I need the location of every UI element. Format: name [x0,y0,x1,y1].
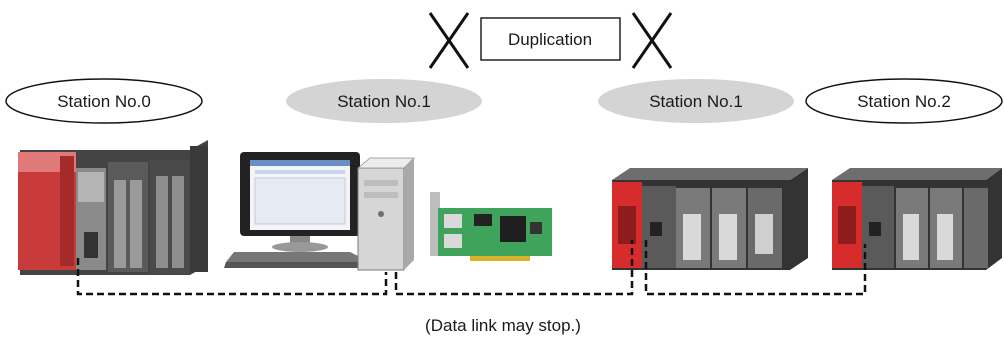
svg-text:Station No.1: Station No.1 [649,92,743,111]
duplication-label: Duplication [508,30,592,49]
plc-rack-station-1 [612,168,808,270]
plc-rack-station-2 [832,168,1002,270]
station-label-0: Station No.0 [5,78,203,124]
duplication-cross-right [631,12,673,69]
personal-computer-station-1 [224,152,415,271]
station-label-2: Station No.2 [805,78,1003,124]
station-label-1b: Station No.1 [598,79,794,123]
duplication-box: Duplication [480,17,621,61]
svg-text:Station No.1: Station No.1 [337,92,431,111]
network-interface-board [430,192,552,261]
plc-rack-station-0 [18,140,208,275]
duplication-cross-left [428,12,470,69]
station-label-1a: Station No.1 [286,79,482,123]
svg-text:Station No.2: Station No.2 [857,92,951,111]
caption: (Data link may stop.) [425,316,581,335]
svg-text:Station No.0: Station No.0 [57,92,151,111]
network-cable [76,240,867,296]
